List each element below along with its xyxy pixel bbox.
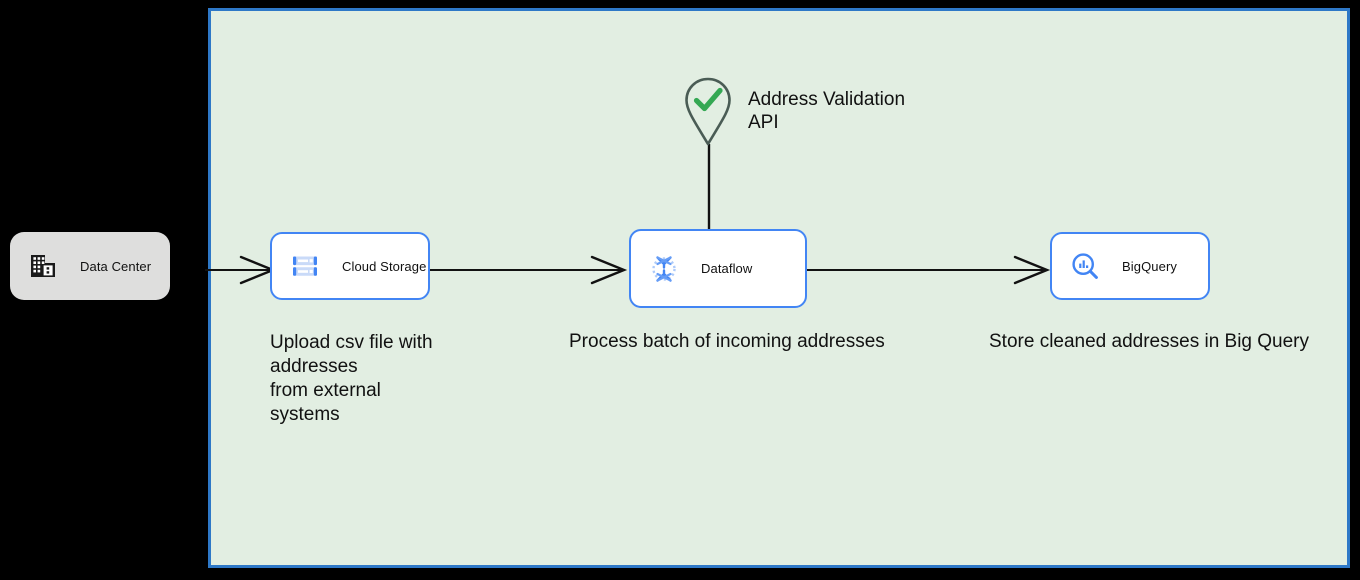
caption-cloud-storage-line2: addresses	[270, 356, 358, 377]
bigquery-icon	[1072, 253, 1098, 279]
caption-bigquery: Store cleaned addresses in Big Query	[989, 331, 1310, 352]
cloud-storage-icon	[293, 256, 317, 276]
edge-dataflow-to-bigquery	[805, 255, 1051, 285]
edge-storage-to-dataflow	[428, 255, 628, 285]
node-cloud-storage-label: Cloud Storage	[342, 258, 427, 274]
caption-cloud-storage-line4: systems	[270, 404, 340, 425]
node-dataflow[interactable]: Dataflow	[629, 229, 807, 308]
dataflow-icon	[652, 255, 676, 282]
data-center-icon	[31, 255, 55, 277]
node-bigquery-label: BigQuery	[1122, 258, 1177, 274]
location-pin-check-icon	[685, 77, 731, 146]
node-data-center[interactable]: Data Center	[10, 232, 170, 300]
caption-cloud-storage-line1: Upload csv file with	[270, 332, 433, 353]
node-bigquery[interactable]: BigQuery	[1050, 232, 1210, 300]
node-dataflow-label: Dataflow	[701, 261, 753, 276]
api-label-line2: API	[748, 112, 779, 133]
caption-cloud-storage-line3: from external	[270, 380, 381, 401]
caption-cloud-storage: Upload csv file with addresses from exte…	[270, 331, 500, 427]
node-data-center-label: Data Center	[80, 258, 152, 274]
api-label-line1: Address Validation	[748, 89, 906, 110]
api-label: Address Validation API	[748, 88, 978, 134]
node-cloud-storage[interactable]: Cloud Storage	[270, 232, 430, 300]
caption-dataflow: Process batch of incoming addresses	[569, 331, 885, 352]
edge-api-to-dataflow	[707, 144, 711, 232]
